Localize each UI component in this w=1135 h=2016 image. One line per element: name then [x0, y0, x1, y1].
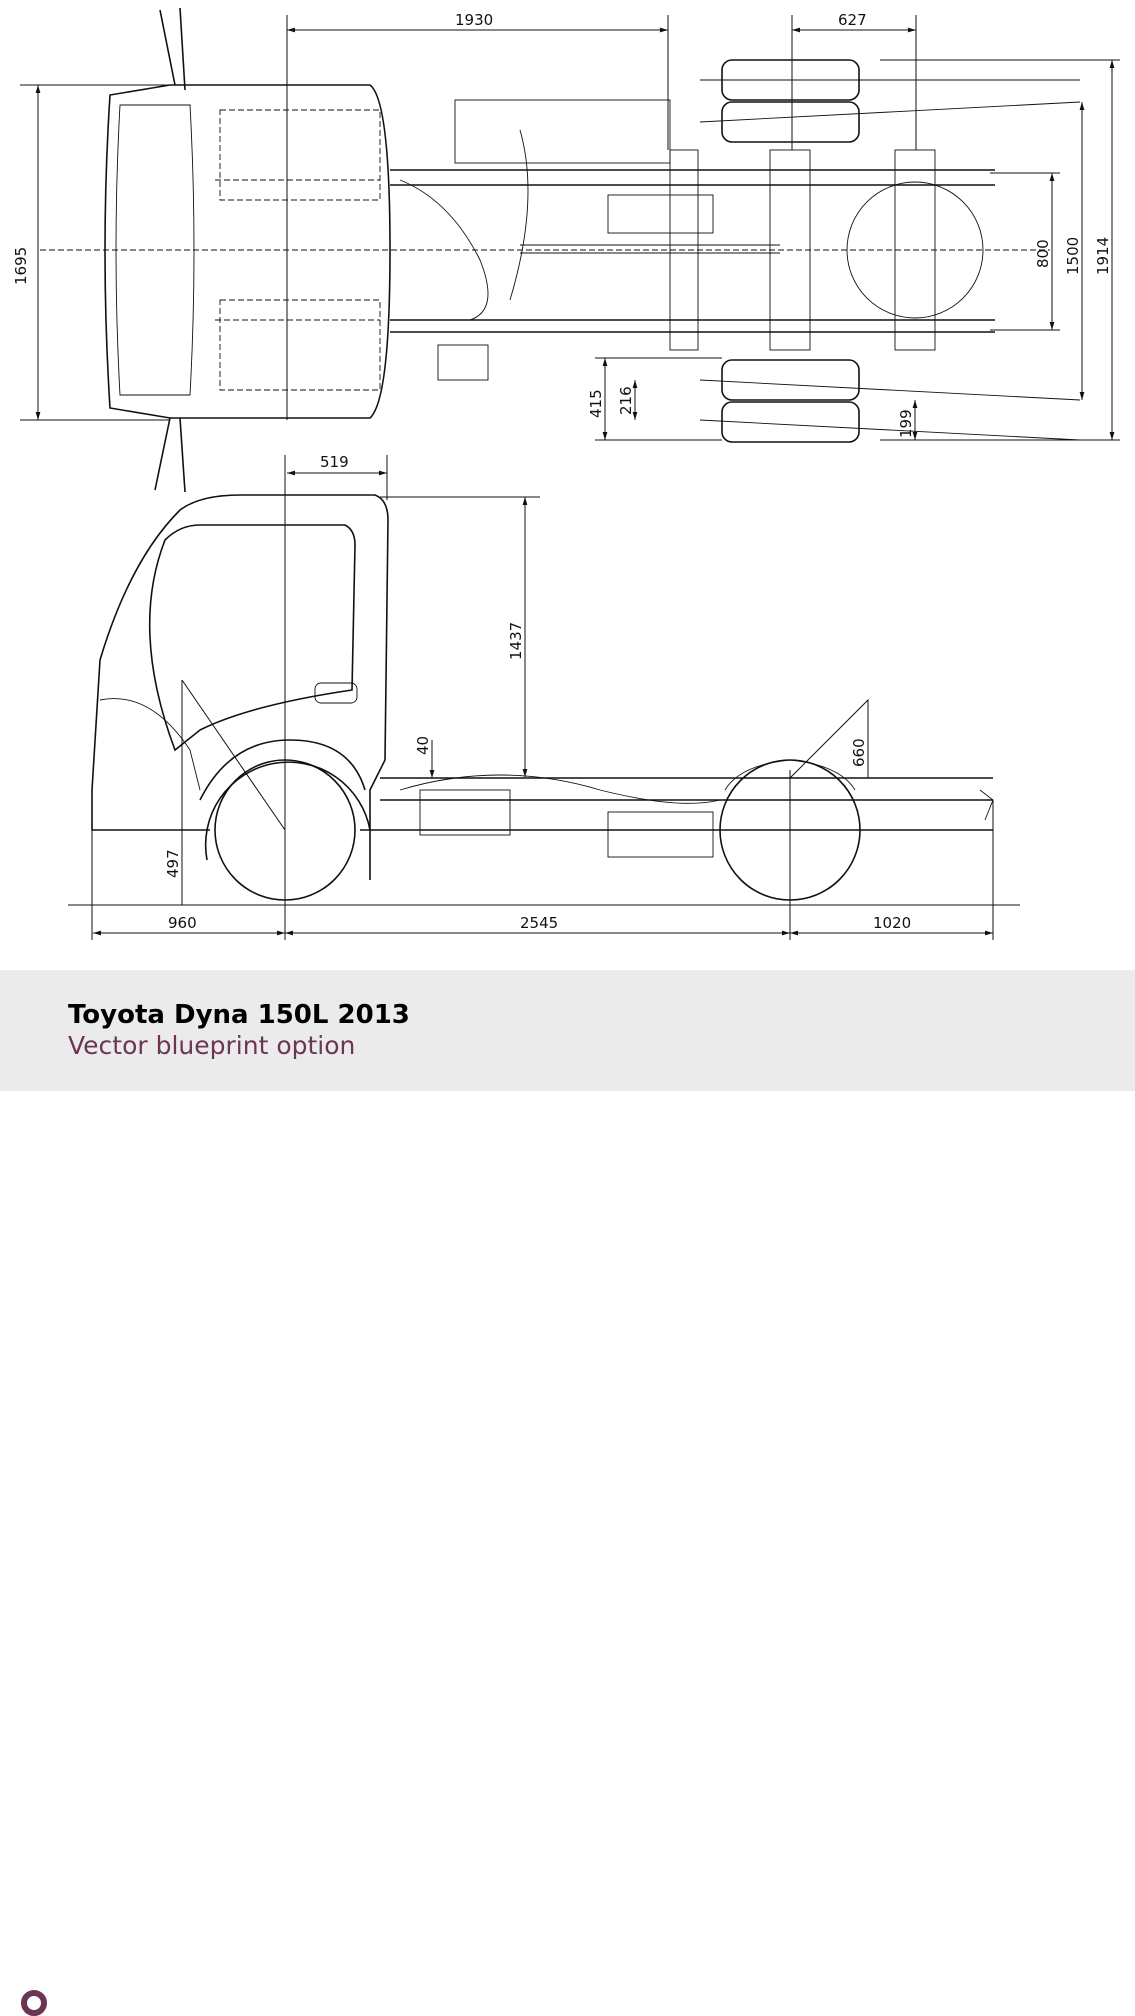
frame-side: [380, 774, 994, 858]
dim-1500: 1500: [1064, 237, 1082, 275]
cab-side-outline: [91, 494, 861, 901]
dim-199: 199: [897, 409, 915, 438]
dim-1020: 1020: [873, 914, 911, 932]
dim-216: 216: [617, 386, 635, 415]
dim-1695: 1695: [12, 247, 30, 285]
dim-519: 519: [320, 453, 349, 471]
frame-top: [40, 99, 1050, 381]
top-dimension-lines: [20, 15, 1120, 441]
dim-1930: 1930: [455, 11, 493, 29]
dim-415: 415: [587, 389, 605, 418]
dim-40: 40: [414, 736, 432, 755]
dim-2545: 2545: [520, 914, 558, 932]
top-view: 1930 627 1695 800 1500 1914 415 216 199: [12, 7, 1120, 493]
side-dimension-lines: [68, 455, 1020, 940]
dim-627: 627: [838, 11, 867, 29]
dim-497: 497: [164, 849, 182, 878]
dim-1437: 1437: [507, 622, 525, 660]
side-view: 519 1437 40 660 497 960 2545 1020: [68, 453, 1020, 940]
caption-subtitle: Vector blueprint option: [68, 1031, 356, 1060]
cab-top-outline: [104, 7, 391, 493]
caption-bar: Toyota Dyna 150L 2013 Vector blueprint o…: [0, 970, 1135, 2016]
dim-660: 660: [850, 738, 868, 767]
dim-800: 800: [1034, 239, 1052, 268]
rear-tires-top: [699, 59, 1081, 443]
dim-960: 960: [168, 914, 197, 932]
caption-title: Toyota Dyna 150L 2013: [68, 1000, 410, 1030]
dim-1914: 1914: [1094, 237, 1112, 275]
truck-blueprint-drawing: 1930 627 1695 800 1500 1914 415 216 199: [12, 7, 1120, 940]
circle-bullet-icon: [21, 1990, 47, 2016]
